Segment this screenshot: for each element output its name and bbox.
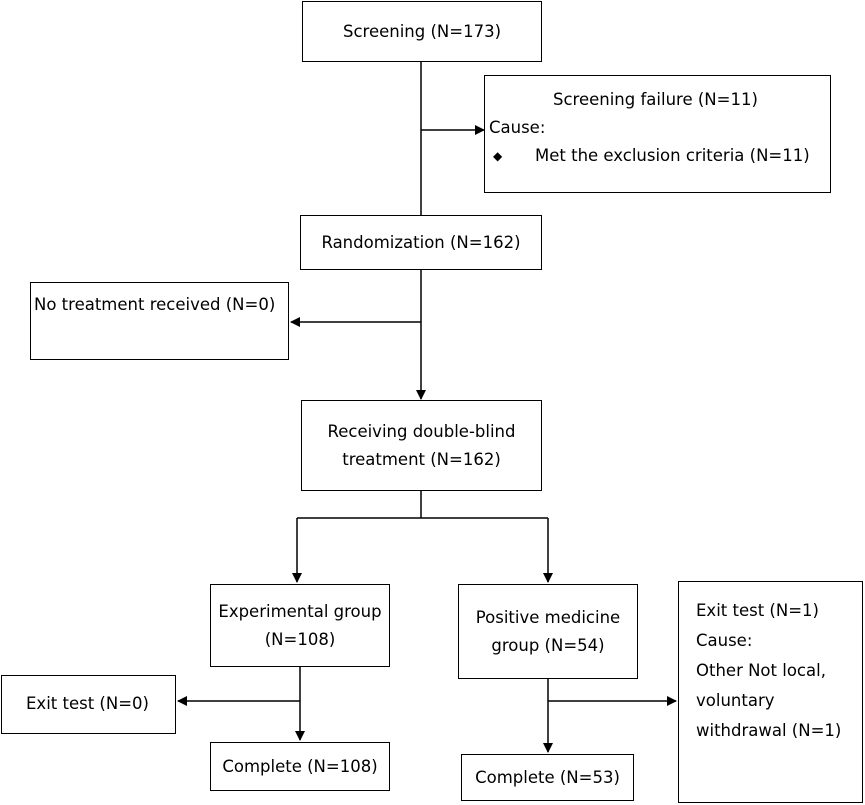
exit-positive-line2: Cause: [696, 631, 753, 650]
screening-failure-title: Screening failure (N=11) [553, 90, 758, 109]
exit-positive-line5: withdrawal (N=1) [696, 721, 842, 740]
screening-failure-box: Screening failure (N=11) Cause: ◆ Met th… [484, 75, 831, 193]
exit-positive-line1: Exit test (N=1) [696, 601, 819, 620]
experimental-line2: (N=108) [264, 629, 336, 649]
experimental-line1: Experimental group [218, 601, 382, 621]
positive-line1: Positive medicine [475, 607, 621, 627]
positive-group-box: Positive medicine group (N=54) [458, 584, 638, 679]
experimental-group-box: Experimental group (N=108) [210, 584, 390, 667]
bullet-icon: ◆ [493, 149, 503, 163]
double-blind-box: Receiving double-blind treatment (N=162) [301, 400, 542, 491]
complete-positive-label: Complete (N=53) [475, 767, 620, 787]
randomization-label: Randomization (N=162) [321, 232, 521, 252]
exit-experimental-box: Exit test (N=0) [1, 675, 176, 734]
screening-failure-cause: Cause: [489, 118, 546, 137]
double-blind-line2: treatment (N=162) [342, 449, 501, 469]
screening-box: Screening (N=173) [302, 1, 542, 62]
screening-failure-reason-row: ◆ Met the exclusion criteria (N=11) [489, 142, 830, 170]
double-blind-line1: Receiving double-blind [327, 421, 516, 441]
screening-failure-reason: Met the exclusion criteria (N=11) [535, 146, 810, 165]
no-treatment-box: No treatment received (N=0) [30, 282, 289, 360]
screening-label: Screening (N=173) [342, 21, 502, 41]
positive-line2: group (N=54) [491, 635, 605, 655]
exit-positive-box: Exit test (N=1) Cause: Other Not local, … [678, 581, 863, 803]
complete-experimental-label: Complete (N=108) [222, 756, 378, 776]
complete-experimental-box: Complete (N=108) [210, 742, 390, 791]
complete-positive-box: Complete (N=53) [461, 754, 634, 801]
exit-experimental-label: Exit test (N=0) [26, 694, 149, 713]
exit-positive-line4: voluntary [696, 691, 775, 710]
no-treatment-label: No treatment received (N=0) [34, 295, 276, 314]
exit-positive-line3: Other Not local, [696, 661, 826, 680]
randomization-box: Randomization (N=162) [300, 215, 542, 270]
